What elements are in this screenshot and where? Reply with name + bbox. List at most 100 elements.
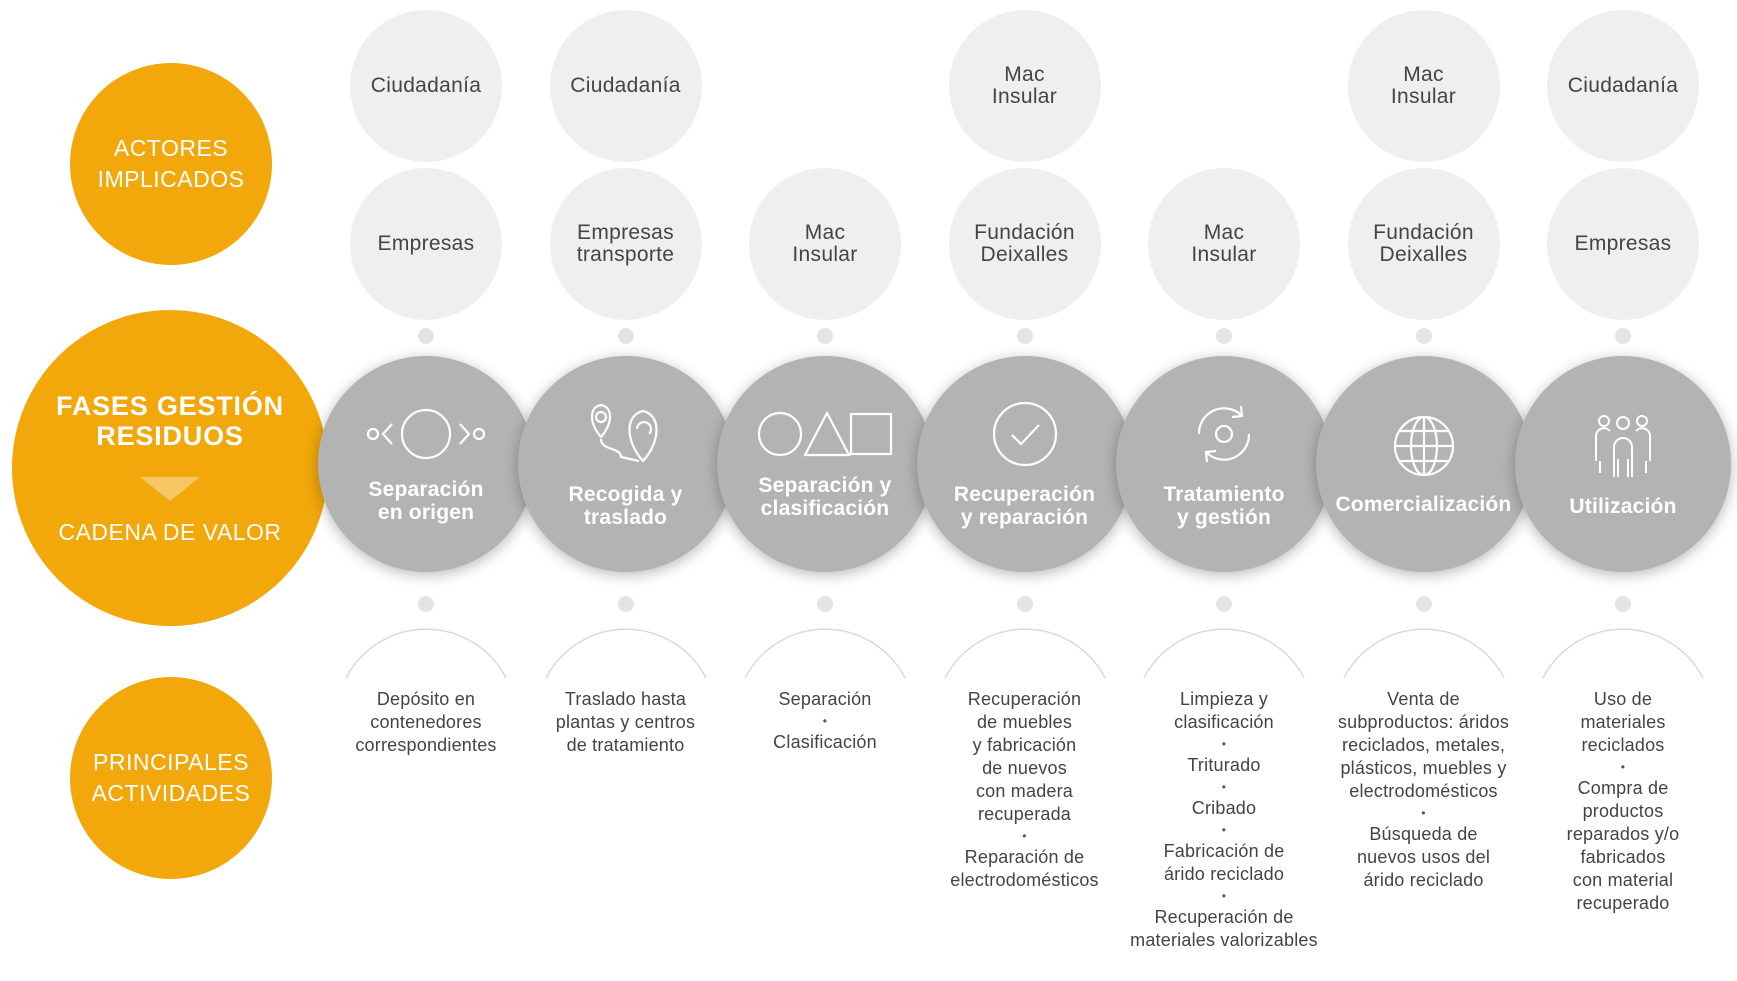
top-actor-label: Ciudadanía — [570, 74, 681, 97]
bullet-separator: • — [1221, 780, 1227, 794]
connector-dot — [617, 596, 634, 612]
activity-arc — [941, 626, 1109, 685]
activities-list: Limpieza y clasificación • Triturado • Criba… — [1125, 688, 1323, 952]
bullet-separator: • — [1221, 737, 1227, 751]
activity-item: Recuperación de muebles y fabricación de… — [967, 689, 1082, 824]
shapes-arrows-icon — [361, 404, 491, 464]
activity-arc — [342, 626, 510, 685]
actor-label: Fundación Deixalles — [1373, 221, 1474, 266]
people-group-icon — [1588, 411, 1658, 481]
actor-circle: Mac Insular — [749, 168, 901, 320]
phase-circle: Recuperación y reparación — [916, 356, 1133, 572]
activities-list: Uso de materiales reciclados • Compra de p… — [1524, 688, 1722, 915]
activity-item: Cribado — [1191, 798, 1257, 818]
activities-list: Recuperación de muebles y fabricación de… — [926, 688, 1124, 892]
activity-item: Reparación de electrodomésticos — [950, 847, 1099, 890]
activity-item: Búsqueda de nuevos usos del árido recicl… — [1356, 824, 1491, 890]
connector-dot — [817, 596, 833, 612]
top-actor-circle: Ciudadanía — [350, 10, 502, 162]
connector-dot — [418, 596, 434, 612]
activity-item: Compra de productos reparados y/o fabric… — [1566, 778, 1680, 913]
principales-actividades-label: PRINCIPALES ACTIVIDADES — [91, 749, 251, 806]
activity-item: Traslado hasta plantas y centros de trat… — [555, 689, 696, 755]
phase-label: Separación en origen — [368, 478, 484, 524]
connector-dot — [1016, 328, 1033, 344]
top-actor-circle: Ciudadanía — [1547, 10, 1699, 162]
actor-label: Mac Insular — [1191, 221, 1257, 266]
phase-circle: Utilización — [1515, 356, 1731, 572]
actor-circle: Fundación Deixalles — [1347, 168, 1500, 320]
activity-arc — [1140, 626, 1308, 685]
globe-icon — [1391, 413, 1457, 479]
fases-gestion-circle: FASES GESTIÓN RESIDUOS CADENA DE VALOR — [12, 310, 328, 626]
actor-circle: Fundación Deixalles — [948, 168, 1101, 320]
connector-dot — [617, 328, 634, 344]
actor-label: Empresas transporte — [576, 221, 675, 266]
activity-item: Depósito en contenedores correspondiente… — [355, 689, 497, 755]
geometric-shapes-icon — [757, 408, 893, 460]
phase-label: Recogida y traslado — [568, 483, 683, 529]
phase-circle: Comercialización — [1315, 356, 1532, 572]
route-pins-icon — [581, 399, 671, 469]
actor-circle: Empresas — [350, 168, 502, 320]
activity-item: Recuperación de materiales valorizables — [1130, 907, 1318, 950]
down-triangle-icon — [140, 476, 200, 501]
phase-circle: Recogida y traslado — [517, 356, 734, 572]
phase-label: Utilización — [1569, 494, 1677, 518]
phase-circle: Tratamiento y gestión — [1116, 356, 1332, 572]
connector-dot — [1216, 596, 1232, 612]
activities-list: Separación • Clasificación — [726, 688, 924, 754]
top-actor-circle: Mac Insular — [1347, 10, 1500, 162]
connector-dot — [1415, 596, 1432, 612]
actor-circle: Empresas — [1547, 168, 1699, 320]
connector-dot — [1615, 328, 1631, 344]
activity-item: Clasificación — [773, 732, 877, 752]
connector-dot — [1216, 328, 1232, 344]
principales-actividades-circle: PRINCIPALES ACTIVIDADES — [70, 677, 272, 879]
bullet-separator: • — [1620, 760, 1626, 774]
top-actor-label: Ciudadanía — [1567, 74, 1679, 97]
activity-item: Separación — [778, 689, 872, 709]
top-actor-label: Mac Insular — [1390, 63, 1457, 108]
cadena-de-valor-label: CADENA DE VALOR — [58, 518, 282, 545]
activities-list: Traslado hasta plantas y centros de trat… — [527, 688, 725, 757]
check-circle-icon — [990, 399, 1060, 469]
bullet-separator: • — [822, 714, 828, 728]
top-actor-label: Mac Insular — [991, 63, 1058, 108]
fases-gestion-title: FASES GESTIÓN RESIDUOS — [56, 390, 284, 451]
activity-arc — [542, 626, 710, 685]
top-actor-label: Ciudadanía — [370, 74, 482, 97]
phase-label: Comercialización — [1335, 492, 1512, 516]
activity-arc — [1340, 626, 1508, 685]
bullet-separator: • — [1221, 889, 1227, 903]
connector-dot — [1415, 328, 1432, 344]
activity-item: Fabricación de árido reciclado — [1163, 841, 1285, 884]
activities-list: Depósito en contenedores correspondiente… — [327, 688, 525, 757]
bullet-separator: • — [1022, 829, 1027, 843]
actores-implicados-label: ACTORES IMPLICADOS — [97, 135, 245, 192]
actor-label: Empresas — [377, 232, 475, 255]
phase-label: Tratamiento y gestión — [1163, 483, 1285, 529]
connector-dot — [418, 328, 434, 344]
activity-arc — [1539, 626, 1707, 685]
actores-implicados-circle: ACTORES IMPLICADOS — [70, 63, 272, 265]
bullet-separator: • — [1421, 806, 1426, 820]
activity-item: Triturado — [1187, 755, 1261, 775]
phase-label: Recuperación y reparación — [953, 483, 1096, 529]
activity-arc — [741, 626, 909, 685]
phase-label: Separación y clasificación — [758, 474, 892, 520]
phase-circle: Separación y clasificación — [717, 356, 933, 572]
actor-circle: Empresas transporte — [549, 168, 702, 320]
phase-circle: Separación en origen — [318, 356, 534, 572]
actor-label: Fundación Deixalles — [974, 221, 1075, 266]
activity-item: Uso de materiales reciclados — [1580, 689, 1666, 755]
connector-dot — [817, 328, 833, 344]
actor-circle: Mac Insular — [1148, 168, 1300, 320]
actor-label: Mac Insular — [792, 221, 858, 266]
activity-item: Limpieza y clasificación — [1174, 689, 1274, 732]
actor-label: Empresas — [1574, 232, 1672, 255]
top-actor-circle: Mac Insular — [948, 10, 1101, 162]
connector-dot — [1016, 596, 1033, 612]
recycle-cycle-icon — [1189, 399, 1259, 469]
activities-list: Venta de subproductos: áridos reciclados… — [1325, 688, 1523, 892]
